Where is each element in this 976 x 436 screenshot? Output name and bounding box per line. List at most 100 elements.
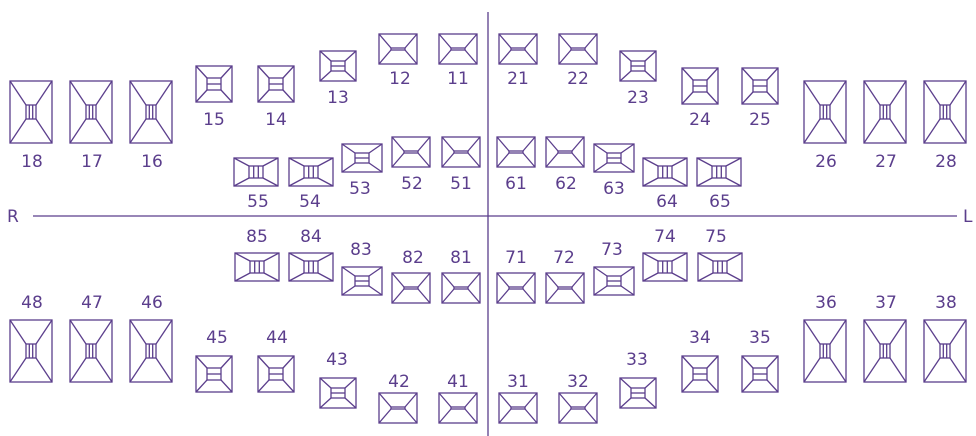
tooth-number-63: 63 bbox=[603, 179, 625, 199]
tooth-number-22: 22 bbox=[567, 69, 589, 89]
tooth-number-16: 16 bbox=[141, 152, 163, 172]
tooth-number-33: 33 bbox=[626, 350, 648, 370]
tooth-number-52: 52 bbox=[401, 174, 423, 194]
tooth-73[interactable] bbox=[594, 267, 634, 295]
side-label-left: L bbox=[963, 207, 973, 227]
tooth-12[interactable] bbox=[379, 34, 417, 64]
tooth-number-37: 37 bbox=[875, 293, 897, 313]
tooth-35[interactable] bbox=[742, 356, 778, 392]
tooth-26[interactable] bbox=[804, 81, 846, 143]
tooth-34[interactable] bbox=[682, 356, 718, 392]
tooth-84[interactable] bbox=[289, 253, 333, 281]
tooth-65[interactable] bbox=[697, 158, 741, 186]
tooth-number-14: 14 bbox=[265, 110, 287, 130]
tooth-number-41: 41 bbox=[447, 372, 469, 392]
tooth-number-44: 44 bbox=[266, 328, 288, 348]
tooth-81[interactable] bbox=[442, 273, 480, 303]
tooth-22[interactable] bbox=[559, 34, 597, 64]
tooth-number-75: 75 bbox=[705, 227, 727, 247]
tooth-38[interactable] bbox=[924, 320, 966, 382]
tooth-18[interactable] bbox=[10, 81, 52, 143]
tooth-72[interactable] bbox=[546, 273, 584, 303]
tooth-11[interactable] bbox=[439, 34, 477, 64]
tooth-43[interactable] bbox=[320, 378, 356, 408]
tooth-61[interactable] bbox=[497, 137, 535, 167]
tooth-71[interactable] bbox=[497, 273, 535, 303]
tooth-number-23: 23 bbox=[627, 88, 649, 108]
tooth-number-42: 42 bbox=[388, 372, 410, 392]
tooth-number-32: 32 bbox=[567, 372, 589, 392]
tooth-46[interactable] bbox=[130, 320, 172, 382]
tooth-number-47: 47 bbox=[81, 293, 103, 313]
tooth-36[interactable] bbox=[804, 320, 846, 382]
tooth-55[interactable] bbox=[234, 158, 278, 186]
tooth-number-11: 11 bbox=[447, 69, 469, 89]
tooth-15[interactable] bbox=[196, 66, 232, 102]
tooth-13[interactable] bbox=[320, 51, 356, 81]
tooth-21[interactable] bbox=[499, 34, 537, 64]
tooth-number-82: 82 bbox=[402, 248, 424, 268]
tooth-number-18: 18 bbox=[21, 152, 43, 172]
tooth-number-53: 53 bbox=[349, 179, 371, 199]
tooth-number-46: 46 bbox=[141, 293, 163, 313]
tooth-54[interactable] bbox=[289, 158, 333, 186]
tooth-number-55: 55 bbox=[247, 192, 269, 212]
tooth-number-83: 83 bbox=[350, 240, 372, 260]
tooth-number-81: 81 bbox=[450, 248, 472, 268]
tooth-number-34: 34 bbox=[689, 328, 711, 348]
tooth-27[interactable] bbox=[864, 81, 906, 143]
tooth-47[interactable] bbox=[70, 320, 112, 382]
tooth-32[interactable] bbox=[559, 393, 597, 423]
tooth-number-65: 65 bbox=[709, 192, 731, 212]
tooth-41[interactable] bbox=[439, 393, 477, 423]
tooth-74[interactable] bbox=[643, 253, 687, 281]
tooth-number-54: 54 bbox=[299, 192, 321, 212]
tooth-number-13: 13 bbox=[327, 88, 349, 108]
tooth-28[interactable] bbox=[924, 81, 966, 143]
tooth-number-15: 15 bbox=[203, 110, 225, 130]
tooth-53[interactable] bbox=[342, 144, 382, 172]
tooth-number-84: 84 bbox=[300, 227, 322, 247]
tooth-number-25: 25 bbox=[749, 110, 771, 130]
tooth-number-51: 51 bbox=[450, 174, 472, 194]
tooth-16[interactable] bbox=[130, 81, 172, 143]
tooth-number-35: 35 bbox=[749, 328, 771, 348]
tooth-37[interactable] bbox=[864, 320, 906, 382]
tooth-85[interactable] bbox=[235, 253, 279, 281]
tooth-number-43: 43 bbox=[326, 350, 348, 370]
tooth-48[interactable] bbox=[10, 320, 52, 382]
tooth-number-72: 72 bbox=[553, 248, 575, 268]
tooth-number-48: 48 bbox=[21, 293, 43, 313]
tooth-number-36: 36 bbox=[815, 293, 837, 313]
tooth-45[interactable] bbox=[196, 356, 232, 392]
tooth-52[interactable] bbox=[392, 137, 430, 167]
tooth-51[interactable] bbox=[442, 137, 480, 167]
tooth-14[interactable] bbox=[258, 66, 294, 102]
tooth-75[interactable] bbox=[698, 253, 742, 281]
tooth-number-85: 85 bbox=[246, 227, 268, 247]
tooth-number-38: 38 bbox=[935, 293, 957, 313]
tooth-number-24: 24 bbox=[689, 110, 711, 130]
tooth-62[interactable] bbox=[546, 137, 584, 167]
tooth-42[interactable] bbox=[379, 393, 417, 423]
tooth-23[interactable] bbox=[620, 51, 656, 81]
tooth-number-28: 28 bbox=[935, 152, 957, 172]
tooth-number-12: 12 bbox=[389, 69, 411, 89]
tooth-83[interactable] bbox=[342, 267, 382, 295]
tooth-33[interactable] bbox=[620, 378, 656, 408]
tooth-number-71: 71 bbox=[505, 248, 527, 268]
tooth-number-61: 61 bbox=[505, 174, 527, 194]
tooth-64[interactable] bbox=[643, 158, 687, 186]
tooth-44[interactable] bbox=[258, 356, 294, 392]
tooth-82[interactable] bbox=[392, 273, 430, 303]
tooth-number-17: 17 bbox=[81, 152, 103, 172]
tooth-number-27: 27 bbox=[875, 152, 897, 172]
tooth-24[interactable] bbox=[682, 68, 718, 104]
tooth-17[interactable] bbox=[70, 81, 112, 143]
tooth-number-26: 26 bbox=[815, 152, 837, 172]
tooth-63[interactable] bbox=[594, 144, 634, 172]
tooth-25[interactable] bbox=[742, 68, 778, 104]
tooth-31[interactable] bbox=[499, 393, 537, 423]
side-label-right: R bbox=[7, 207, 19, 227]
